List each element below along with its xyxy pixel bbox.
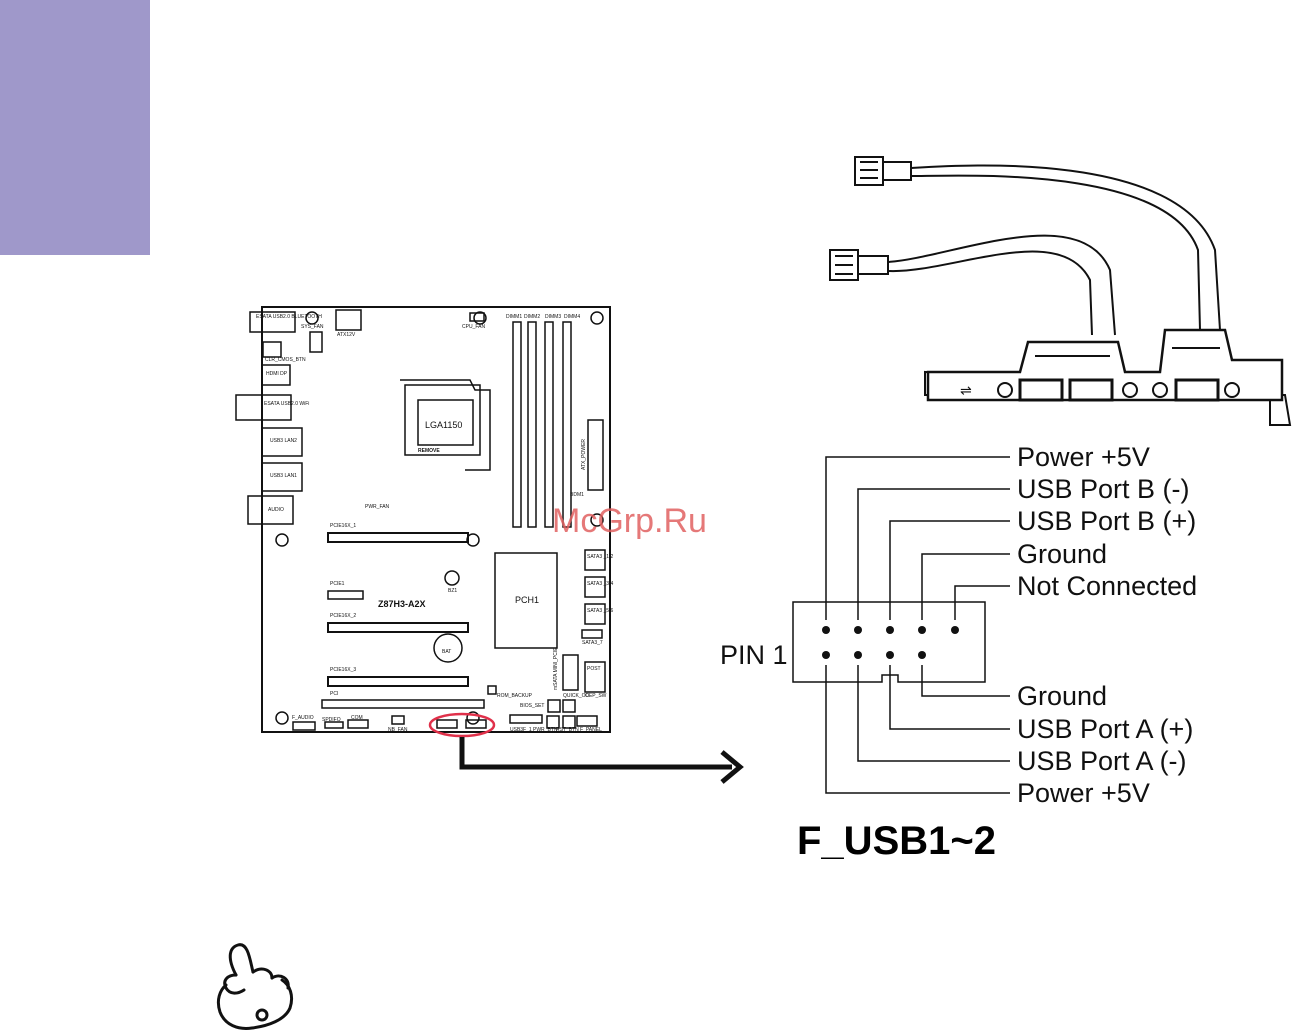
mb-f-panel-label: F_PANEL — [580, 727, 602, 733]
mb-io-esata-wifi: ESATA USB2.0 WiFi — [264, 401, 309, 407]
mb-msata-label: mSATA MINI_PCIE — [553, 647, 559, 690]
connector-pinout — [792, 456, 1010, 794]
svg-text:⇌: ⇌ — [960, 382, 972, 398]
mb-io-audio: AUDIO — [268, 507, 284, 513]
pointer-arrow — [459, 737, 744, 784]
pin-label-bottom-2: USB Port A (+) — [1017, 714, 1193, 744]
pin-label-top-5: Not Connected — [1017, 571, 1197, 601]
side-tab — [0, 0, 150, 255]
pin-label-bottom-3: USB Port A (-) — [1017, 746, 1187, 776]
mb-dimm3-label: DIMM3 — [545, 314, 561, 320]
mb-io-esata-bt: ESATA USB2.0 BLUETOOTH — [256, 314, 322, 320]
mb-pwr-btn-label: PWR_BTN — [533, 727, 558, 733]
mb-sys-fan-label: SYS_FAN — [301, 324, 324, 330]
mb-sata3-7-label: SATA3_7 — [582, 640, 603, 646]
mb-clr-cmos-label: CLR_CMOS_BTN — [265, 357, 306, 363]
mb-bat-label: BAT — [442, 649, 451, 655]
mb-pwr-fan-label: PWR_FAN — [365, 504, 390, 510]
mb-spdifo-label: SPDIFO — [322, 717, 341, 723]
mb-atx12v-label: ATX12V — [337, 332, 356, 338]
mb-rom-backup-label: ROM_BACKUP — [497, 693, 533, 699]
mb-io-hdmi: HDMI DP — [266, 371, 288, 377]
mb-pcie1-label: PCIE1 — [330, 581, 345, 587]
mb-post-label: POST — [587, 666, 601, 672]
mb-f-audio-label: F_AUDIO — [292, 715, 314, 721]
pin-label-bottom-1: Ground — [1017, 681, 1107, 711]
mb-dimm1-label: DIMM1 — [506, 314, 522, 320]
mb-sata-34-label: SATA3 _3/4 — [587, 581, 613, 587]
mb-pcie16-3-label: PCIE16X_3 — [330, 667, 356, 673]
mb-io-usb3-lan2: USB3 LAN2 — [270, 438, 297, 444]
mb-pcie16-1-label: PCIE16X_1 — [330, 523, 356, 529]
mb-oep-sw-label: OEP_SW — [585, 693, 607, 699]
pin1-label: PIN 1 — [720, 640, 788, 670]
mb-quick-oc-label: QUICK_OC — [563, 693, 590, 699]
mb-cpu-socket-label: LGA1150 — [425, 420, 462, 430]
motherboard-layout — [235, 306, 611, 738]
pointing-hand-icon — [216, 943, 294, 1030]
usb-bracket-cable-illustration: ⇌ — [829, 156, 1292, 426]
mb-atx-power-label: ATX_POWER — [581, 439, 587, 470]
mb-com-label: COM — [351, 715, 363, 721]
pin-label-bottom-4: Power +5V — [1017, 778, 1150, 808]
mb-sata-12-label: SATA3 _1/2 — [587, 554, 613, 560]
mb-io-usb3-lan1: USB3 LAN1 — [270, 473, 297, 479]
connector-title: F_USB1~2 — [797, 819, 996, 863]
mb-pci-label: PCI — [330, 691, 338, 697]
mb-remove-label: REMOVE — [418, 448, 440, 454]
mb-rst-btn-label: RST_BTN — [556, 727, 579, 733]
pin-label-top-1: Power +5V — [1017, 442, 1150, 472]
mb-bdm-label: BDM1 — [570, 492, 584, 498]
mb-bz1-label: BZ1 — [448, 588, 457, 594]
pin-label-top-3: USB Port B (+) — [1017, 506, 1196, 536]
pin-label-top-4: Ground — [1017, 539, 1107, 569]
watermark: McGrp.Ru — [552, 502, 707, 540]
mb-dimm4-label: DIMM4 — [564, 314, 580, 320]
mb-pcie16-2-label: PCIE16X_2 — [330, 613, 356, 619]
mb-nb-fan-label: NB_FAN — [388, 727, 408, 733]
mb-model-label: Z87H3-A2X — [378, 599, 426, 609]
f-usb-highlight — [428, 712, 496, 738]
pin-label-top-2: USB Port B (-) — [1017, 474, 1190, 504]
mb-dimm2-label: DIMM2 — [524, 314, 540, 320]
mb-bios-set-label: BIOS_SET — [520, 703, 544, 709]
mb-chipset-label: PCH1 — [515, 595, 539, 605]
mb-sata-56-label: SATA3 _5/6 — [587, 608, 613, 614]
mb-cpu-fan-label: CPU_FAN — [462, 324, 485, 330]
mb-usb3f-1-label: USB3F_1 — [510, 727, 532, 733]
